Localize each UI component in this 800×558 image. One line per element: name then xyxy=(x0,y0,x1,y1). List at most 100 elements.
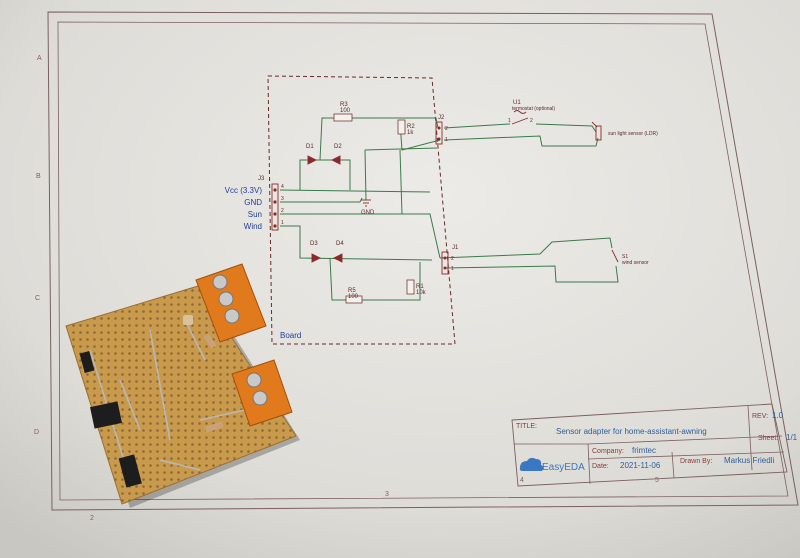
j3-pin-sun: Sun xyxy=(248,210,262,219)
j3-num-3: 3 xyxy=(281,196,284,202)
resistors xyxy=(333,113,415,304)
j3-pin-wind: Wind xyxy=(244,222,262,231)
d4-ref: D4 xyxy=(336,241,344,247)
logo-text: EasyEDA xyxy=(542,462,585,473)
r5-ref: R5 xyxy=(348,288,356,294)
j3-pin-numbers: 4 3 2 1 xyxy=(281,184,284,226)
rev-label: REV: xyxy=(752,413,768,420)
j1-pin-1: 1 xyxy=(451,266,454,272)
r3-ref: R3 xyxy=(340,102,348,108)
diodes xyxy=(307,155,343,263)
s1-ref: S1 xyxy=(622,254,628,260)
j3-num-1: 1 xyxy=(281,220,284,226)
s1-switch xyxy=(611,249,619,263)
resistor-r2-symbol xyxy=(397,119,406,135)
sheet-label: Sheet: xyxy=(758,435,778,442)
r1-value: 10k xyxy=(416,290,427,296)
j2-pins: 2 1 xyxy=(445,126,448,143)
j3-ref: J3 xyxy=(258,176,265,182)
j3-pin-labels: Vcc (3.3V) GND Sun Wind xyxy=(225,186,263,231)
date-value: 2021-11-06 xyxy=(620,461,661,470)
date-label: Date: xyxy=(592,463,609,470)
d2-ref: D2 xyxy=(334,144,342,150)
j1-ref: J1 xyxy=(452,245,459,251)
r2-value: 1k xyxy=(407,130,414,136)
easyeda-logo: EasyEDA xyxy=(519,457,585,473)
diode-labels: D1 D2 D3 D4 xyxy=(306,144,344,247)
col-number-5: 5 xyxy=(655,477,659,484)
drawing-frame xyxy=(47,11,799,511)
perfboard xyxy=(65,263,300,508)
title-text: Sensor adapter for home-assistant-awning xyxy=(556,427,707,436)
company-label: Company: xyxy=(592,448,624,455)
gnd-label: GND xyxy=(361,210,375,216)
screw-icon xyxy=(252,390,268,406)
gnd-symbol xyxy=(361,199,371,207)
r3-value: 100 xyxy=(340,108,351,114)
diode-d4-symbol xyxy=(332,253,343,263)
company-value: frimtec xyxy=(632,446,656,455)
j1-pin-2: 2 xyxy=(451,256,454,262)
col-number-2: 2 xyxy=(90,515,94,522)
r5-value: 100 xyxy=(348,294,359,300)
diode-d3-symbol xyxy=(311,253,322,263)
cloud-icon xyxy=(519,457,544,471)
r1-ref: R1 xyxy=(416,284,424,290)
diode-d1-symbol xyxy=(307,155,318,165)
screw-icon xyxy=(212,274,228,290)
u1-ref: U1 xyxy=(513,100,521,106)
title-block: TITLE: Sensor adapter for home-assistant… xyxy=(511,403,798,487)
screw-icon xyxy=(218,291,234,307)
rev-value: 1.0 xyxy=(772,411,784,420)
col-number-3: 3 xyxy=(385,491,389,498)
j2-pin-2: 2 xyxy=(445,126,448,132)
screw-terminal-bottom xyxy=(231,359,293,427)
row-letter-c: C xyxy=(35,295,40,302)
resistor-labels: R3 100 R2 1k R5 100 R1 10k xyxy=(340,102,427,300)
j2-pin-1: 1 xyxy=(445,137,448,143)
sheet-value: 1/1 xyxy=(786,433,798,442)
resistor-r5-symbol xyxy=(345,295,363,304)
frame-markings: A B C D 2 3 4 5 xyxy=(34,55,659,522)
j3-pin-vcc: Vcc (3.3V) xyxy=(225,186,263,195)
u1-pin-2: 2 xyxy=(530,118,533,124)
j2-ref: J2 xyxy=(438,115,445,121)
row-letter-b: B xyxy=(36,173,41,180)
s1-desc: wind sensor xyxy=(622,260,649,266)
resistor-r3-symbol xyxy=(333,113,353,122)
title-label: TITLE: xyxy=(516,423,537,430)
diode-d2-symbol xyxy=(330,155,341,165)
drawn-value: Markus Friedli xyxy=(724,456,774,465)
schematic: Board R3 10 xyxy=(225,75,658,345)
u1-pins: 1 2 xyxy=(508,118,533,124)
r2-ref: R2 xyxy=(407,124,415,130)
row-letter-a: A xyxy=(37,55,42,62)
screw-icon xyxy=(246,372,262,388)
j1-pins: 2 1 xyxy=(451,256,454,272)
board-outline xyxy=(267,75,456,345)
pin-headers xyxy=(79,351,142,488)
d1-ref: D1 xyxy=(306,144,314,150)
j2-connector xyxy=(435,121,443,145)
row-letter-d: D xyxy=(34,429,39,436)
title-block-frame xyxy=(511,403,788,487)
screw-icon xyxy=(224,308,240,324)
drawing-frame-inner xyxy=(57,21,789,501)
resistor-r1-symbol xyxy=(406,279,415,295)
perfboard-body xyxy=(65,285,297,505)
d3-ref: D3 xyxy=(310,241,318,247)
ldr-symbol xyxy=(591,121,602,141)
j3-connector xyxy=(271,183,279,231)
board-label: Board xyxy=(280,331,301,340)
j1-connector xyxy=(441,251,449,275)
j3-num-4: 4 xyxy=(281,184,284,190)
j3-num-2: 2 xyxy=(281,208,284,214)
screw-terminal-top xyxy=(195,263,267,343)
j3-pin-gnd: GND xyxy=(244,198,262,207)
board-resistors xyxy=(183,315,224,433)
wires xyxy=(279,117,619,301)
col-number-4: 4 xyxy=(520,477,524,484)
u1-thermostat xyxy=(511,110,529,125)
drawn-label: Drawn By: xyxy=(680,458,712,465)
